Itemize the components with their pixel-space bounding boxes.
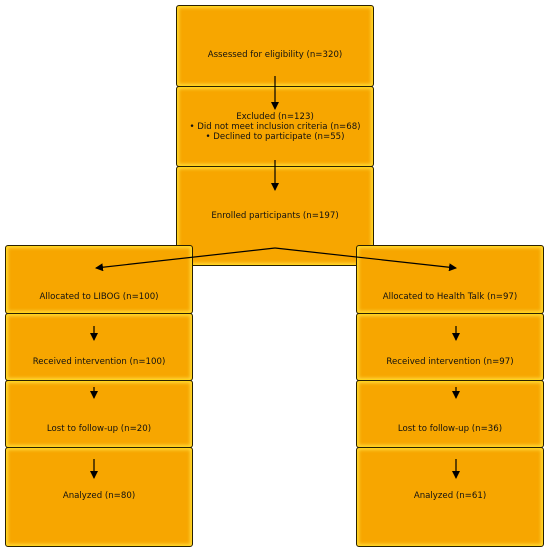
excluded-reason-inclusion: • Did not meet inclusion criteria (n=68): [189, 122, 361, 132]
excluded-reason-declined: • Declined to participate (n=55): [205, 132, 345, 142]
right-analyzed-box: Analyzed (n=61): [356, 447, 544, 547]
left-analyzed-label: Analyzed (n=80): [62, 491, 136, 501]
left-analyzed-box: Analyzed (n=80): [5, 447, 193, 547]
left-lost-box: Lost to follow-up (n=20): [5, 380, 193, 448]
left-lost-label: Lost to follow-up (n=20): [46, 424, 152, 434]
left-allocated-label: Allocated to LIBOG (n=100): [39, 292, 159, 302]
assessed-label: Assessed for eligibility (n=320): [207, 50, 343, 60]
right-received-box: Received intervention (n=97): [356, 313, 544, 381]
arrow-enrolled-to-right: [274, 247, 457, 272]
right-received-label: Received intervention (n=97): [386, 357, 514, 367]
right-allocated-label: Allocated to Health Talk (n=97): [382, 292, 518, 302]
excluded-label: Excluded (n=123) • Did not meet inclusio…: [177, 112, 373, 142]
excluded-title: Excluded (n=123): [236, 112, 314, 122]
left-received-label: Received intervention (n=100): [32, 357, 166, 367]
arrow-enrolled-to-left: [95, 247, 276, 272]
enrolled-label: Enrolled participants (n=197): [211, 211, 339, 221]
assessed-box: Assessed for eligibility (n=320): [176, 5, 374, 87]
right-allocated-box: Allocated to Health Talk (n=97): [356, 245, 544, 314]
right-analyzed-label: Analyzed (n=61): [413, 491, 487, 501]
right-lost-label: Lost to follow-up (n=36): [397, 424, 503, 434]
left-allocated-box: Allocated to LIBOG (n=100): [5, 245, 193, 314]
right-lost-box: Lost to follow-up (n=36): [356, 380, 544, 448]
